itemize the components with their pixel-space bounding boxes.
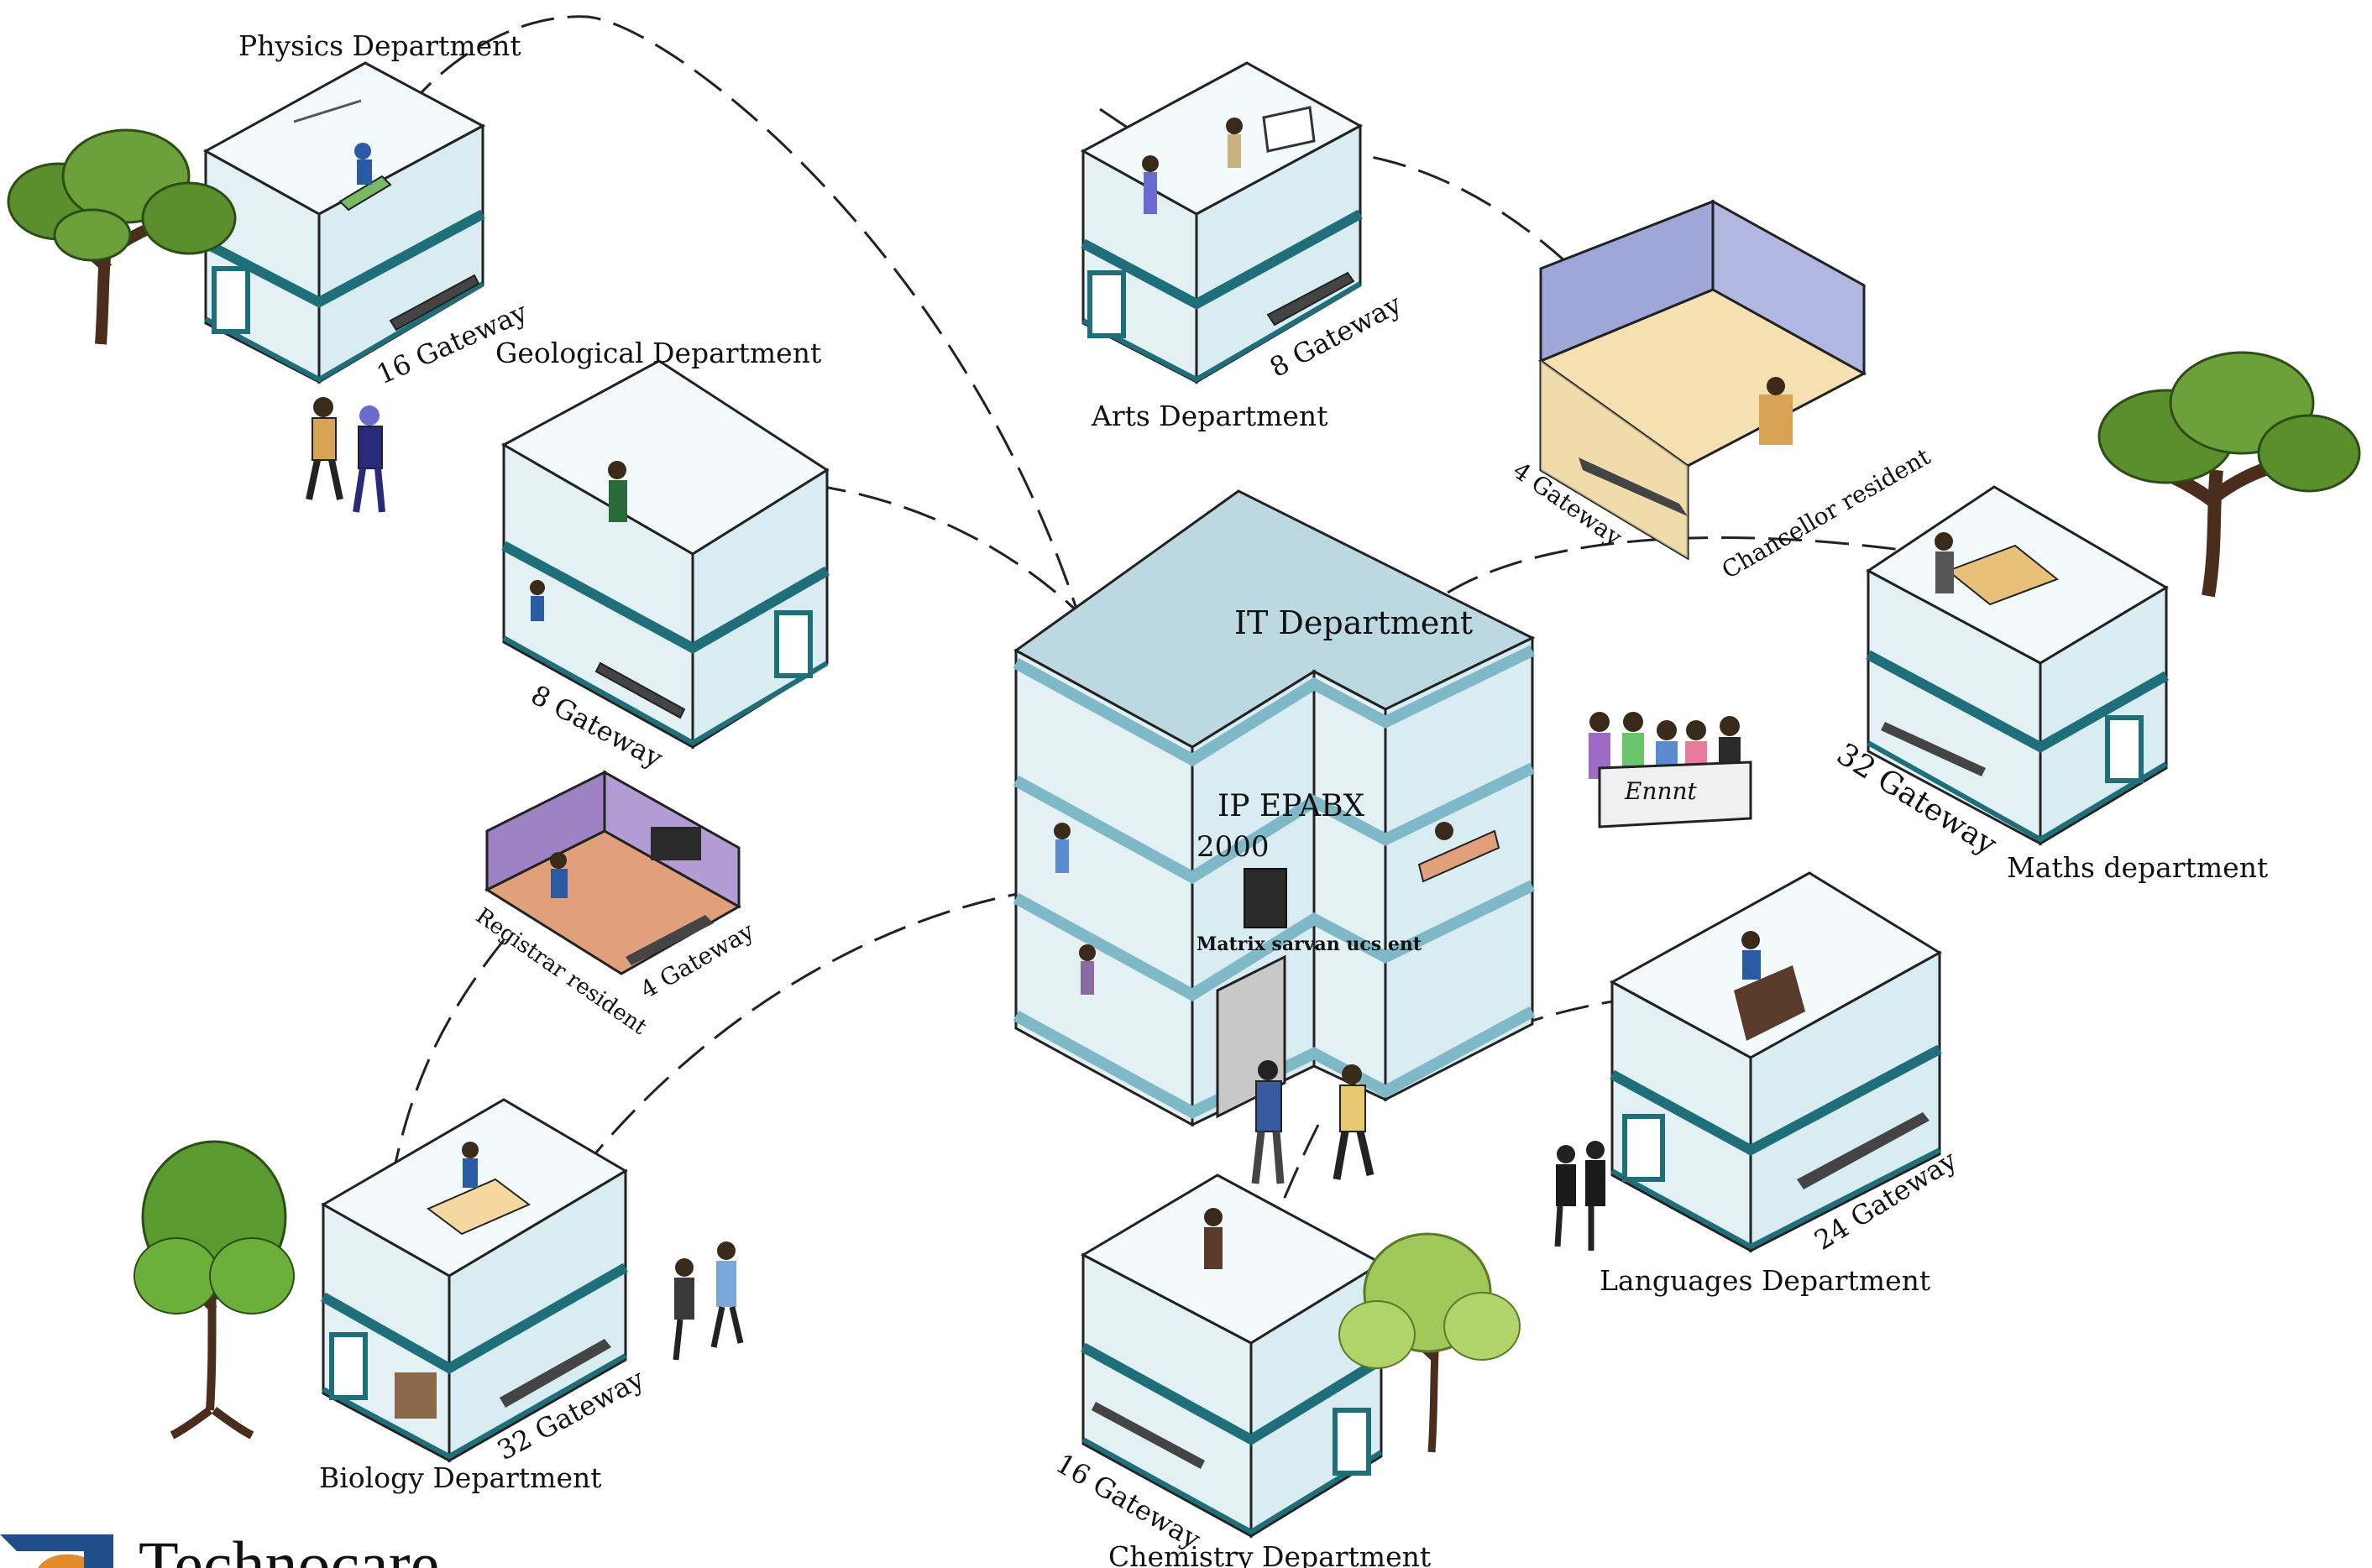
people-handshake-2 xyxy=(1554,1141,1605,1251)
server-label: Matrix sarvan ucs ent xyxy=(1196,933,1422,955)
link-it-maths xyxy=(1409,536,1932,623)
tree-top-left xyxy=(7,128,237,345)
arts-building xyxy=(1080,61,1364,384)
languages-label: Languages Department xyxy=(1600,1264,1930,1297)
chancellor-residence xyxy=(1537,199,1867,561)
languages-building xyxy=(1609,871,1942,1253)
logo-text: Technocare xyxy=(139,1528,439,1568)
biology-building xyxy=(320,1098,628,1463)
physics-label: Physics Department xyxy=(238,29,521,62)
chemistry-label: Chemistry Department xyxy=(1108,1540,1431,1568)
link-it-chemistry xyxy=(1258,1124,1320,1260)
geological-building xyxy=(500,359,830,750)
registrar-residence xyxy=(484,770,742,975)
tree-bottom-center xyxy=(1338,1232,1521,1453)
physics-building xyxy=(202,61,486,384)
it-department-building xyxy=(1013,489,1536,1127)
arts-label: Arts Department xyxy=(1091,400,1327,432)
tree-bottom-left xyxy=(134,1140,295,1440)
maths-building xyxy=(1866,485,2169,846)
it-department-label: IT Department xyxy=(1234,604,1473,641)
technocare-logo: Technocare xyxy=(0,1528,439,1568)
pbx-label-line2: 2000 xyxy=(1196,830,1270,864)
cheering-group xyxy=(1589,712,1752,828)
banner-text: Ennnt xyxy=(1624,777,1698,805)
people-handshake-3 xyxy=(673,1241,744,1361)
geological-label: Geological Department xyxy=(495,337,821,369)
pbx-label-line1: IP EPABX xyxy=(1217,789,1365,823)
maths-label: Maths department xyxy=(2007,851,2268,884)
people-entrance xyxy=(1251,1060,1375,1184)
link-it-physics xyxy=(376,15,1085,630)
link-arts-chancellor xyxy=(1326,149,1673,387)
biology-label: Biology Department xyxy=(319,1461,602,1494)
people-handshake-1 xyxy=(306,397,385,513)
tree-top-right xyxy=(2097,351,2361,598)
